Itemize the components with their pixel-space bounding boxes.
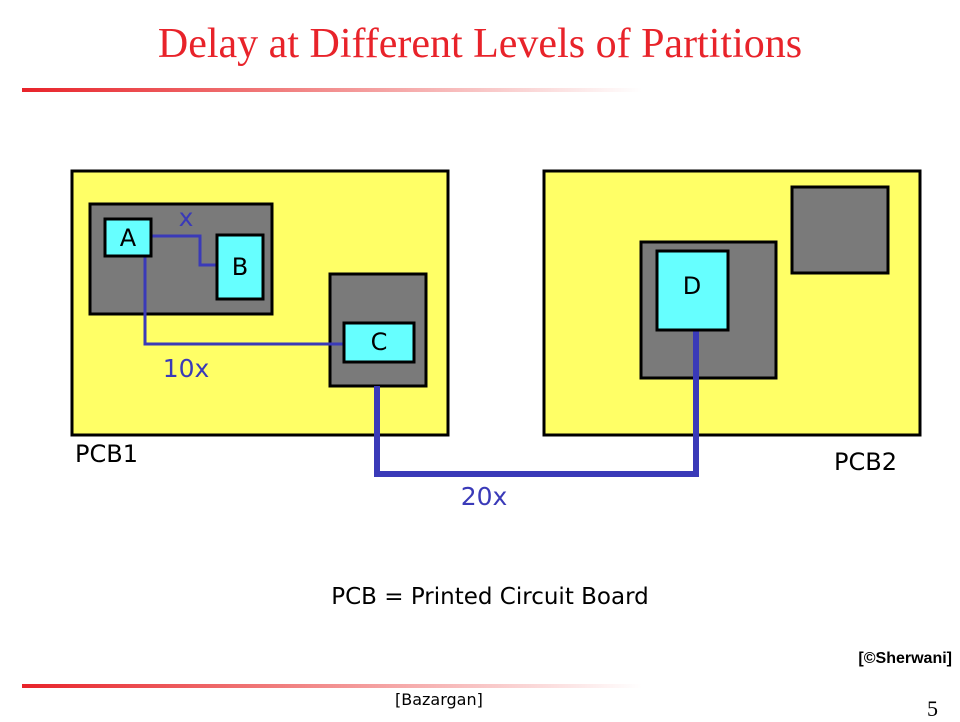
wire-c-d: [374, 330, 699, 477]
chip-empty: [790, 185, 890, 275]
page-title: Delay at Different Levels of Partitions: [157, 21, 803, 67]
wire-a-c: [143, 256, 344, 346]
wire-ac-label: 10x: [163, 354, 210, 383]
pcb2-label: PCB2: [834, 448, 897, 476]
page-number: 5: [927, 696, 938, 721]
caption: PCB = Printed Circuit Board: [331, 584, 649, 610]
footer-rule: [22, 684, 642, 688]
credit: [©Sherwani]: [858, 650, 952, 667]
cell-b: [215, 233, 265, 301]
cell-a-label: A: [120, 224, 137, 252]
title-underline: [22, 88, 642, 92]
wire-cd-label: 20x: [461, 482, 508, 511]
cell-d-label: D: [683, 272, 701, 300]
cell-b-label: B: [232, 253, 248, 281]
footer-source: [Bazargan]: [395, 690, 483, 709]
cell-c: [342, 321, 416, 364]
cell-a: [103, 217, 153, 258]
wire-a-b: [151, 234, 217, 267]
cell-d: [655, 249, 730, 332]
cell-c-label: C: [371, 328, 388, 356]
pcb1-label: PCB1: [75, 440, 138, 468]
wire-ab-label: x: [179, 203, 194, 232]
